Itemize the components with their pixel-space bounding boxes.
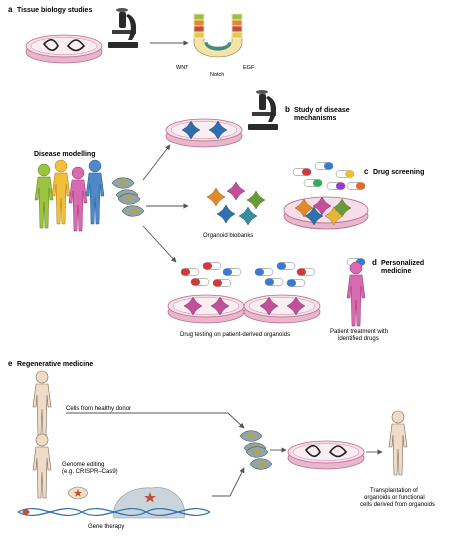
gene-therapy-label: Gene therapy <box>88 524 124 530</box>
genome-editing-line2: (e.g. CRISPR–Cas9) <box>62 469 118 475</box>
microscope-icon <box>108 8 138 48</box>
panel-d-title-line1: Personalized <box>381 260 424 267</box>
disease-modelling-label: Disease modelling <box>34 151 95 158</box>
panel-a-letter: a <box>8 5 13 14</box>
healthy-donor-icon <box>32 370 52 436</box>
cells-healthy-donor-label: Cells from healthy donor <box>66 406 131 412</box>
panel-e-letter: e <box>8 359 13 368</box>
drug-capsules-left <box>180 262 242 287</box>
microscope-icon-b <box>248 90 278 130</box>
crypt-villus-icon <box>193 13 243 58</box>
petri-dish-a <box>25 34 103 64</box>
patient-treatment-line1: Patient treatment with <box>330 329 388 335</box>
recipient-icon <box>388 410 408 476</box>
patient-icon-d <box>346 261 366 327</box>
cells-e-icon <box>239 430 273 470</box>
drug-capsules-c <box>292 162 366 190</box>
signal-wnt-label: WNT <box>176 65 189 71</box>
panel-a-title: Tissue biology studies <box>17 7 92 14</box>
virus-vector-icon <box>113 487 185 519</box>
drug-testing-label: Drug testing on patient-derived organoid… <box>180 332 290 338</box>
patient-group-icon <box>34 159 105 232</box>
petri-dish-e <box>287 440 365 470</box>
patient-icon-e <box>32 433 52 499</box>
arrow-to-drug-testing <box>142 225 177 263</box>
genome-editing-line1: Genome editing <box>62 462 104 468</box>
petri-dish-c <box>283 196 369 230</box>
panel-d-letter: d <box>372 258 377 267</box>
arrow-therapy-to-cells <box>212 467 245 497</box>
transplantation-line1: Transplantation of <box>370 488 418 494</box>
panel-b-title-line1: Study of disease <box>294 107 350 114</box>
panel-e-title: Regenerative medicine <box>17 361 93 368</box>
organoid-biobanks-label: Organoid biobanks <box>203 233 253 239</box>
patient-cells-icon <box>111 177 145 217</box>
signal-notch-label: Notch <box>210 72 224 78</box>
petri-dish-drug-right <box>243 294 321 324</box>
patient-treatment-line2: identified drugs <box>338 336 379 342</box>
signal-egf-label: EGF <box>243 65 255 71</box>
transplantation-line3: cells derived from organoids <box>360 502 435 508</box>
panel-b-title-line2: mechanisms <box>294 115 337 122</box>
organoid-biobanks-icon <box>206 181 266 226</box>
arrow-donor-to-cells <box>66 412 245 429</box>
drug-capsules-right <box>254 262 316 287</box>
edited-cell-icon <box>67 486 89 500</box>
petri-dish-drug-left <box>167 294 245 324</box>
panel-c-title: Drug screening <box>373 169 424 176</box>
petri-dish-b <box>165 118 243 148</box>
panel-c-letter: c <box>364 167 369 176</box>
arrow-to-b <box>142 144 171 181</box>
panel-d-title-line2: medicine <box>381 268 411 275</box>
transplantation-line2: organoids or functional <box>364 495 425 501</box>
panel-b-letter: b <box>285 105 290 114</box>
dna-strand-icon <box>17 507 211 517</box>
